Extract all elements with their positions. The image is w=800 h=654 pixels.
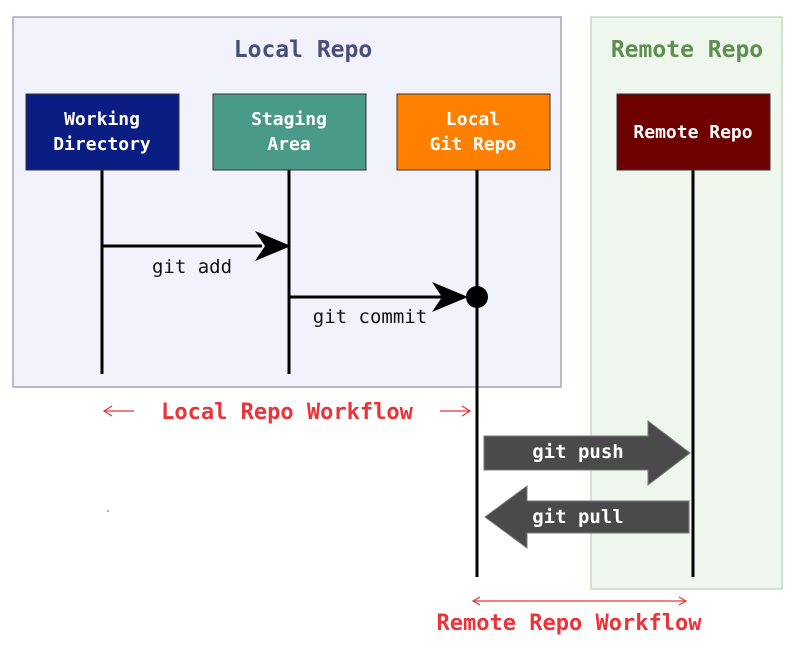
remote-repo-title: Remote Repo [611, 37, 763, 63]
git-push-label: git push [532, 441, 624, 463]
remote-workflow-label: Remote Repo Workflow [437, 611, 703, 636]
local-repo-title: Local Repo [234, 37, 372, 63]
local-workflow-label: Local Repo Workflow [161, 400, 413, 425]
local-git-repo-box: Local Git Repo [396, 93, 551, 171]
local-workflow-span [102, 405, 472, 417]
git-commit-arrow [289, 282, 488, 312]
staging-area-box: Staging Area [212, 93, 367, 171]
git-pull-arrow: git pull [484, 485, 690, 549]
remote-repo-box: Remote Repo [616, 93, 771, 171]
local-repo-panel [12, 16, 562, 388]
remote-repo-box-label: Remote Repo [633, 122, 752, 143]
working-directory-box: Working Directory [25, 93, 180, 171]
git-pull-label: git pull [532, 506, 624, 528]
staging-area-label-2: Area [267, 134, 310, 155]
git-push-arrow: git push [483, 419, 691, 487]
local-git-repo-label-2: Git Repo [430, 134, 517, 155]
commit-dot [466, 286, 488, 308]
git-add-arrow [102, 231, 291, 261]
git-commit-label: git commit [313, 306, 427, 328]
local-git-repo-label-1: Local [446, 109, 500, 130]
staging-area-label-1: Staging [251, 109, 327, 130]
stray-dot [107, 510, 109, 512]
working-directory-label-1: Working [64, 109, 140, 130]
remote-workflow-span [471, 596, 688, 606]
working-directory-label-2: Directory [53, 134, 151, 155]
git-add-label: git add [152, 256, 232, 278]
